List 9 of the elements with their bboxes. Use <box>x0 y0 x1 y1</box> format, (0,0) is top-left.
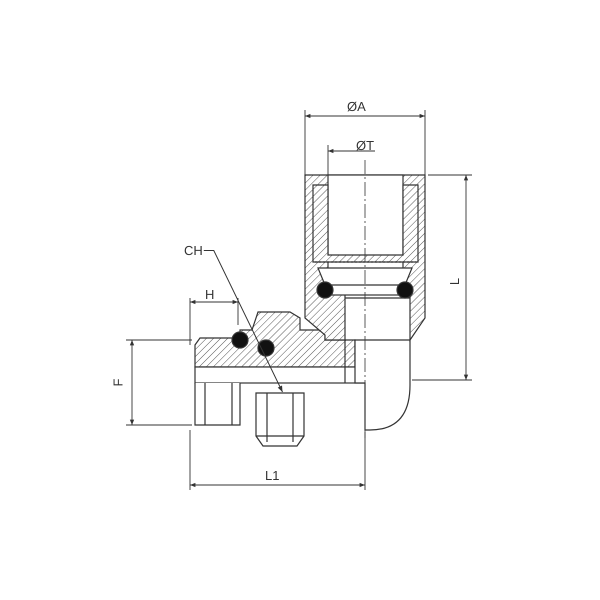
dimension-label: L1 <box>265 469 280 482</box>
callout-label: CH <box>184 244 203 257</box>
hex-nut-drawing <box>255 392 305 447</box>
dimension-label: ØA <box>347 100 366 113</box>
dimension-label: H <box>205 288 214 301</box>
dimension-label: ØT <box>356 139 374 152</box>
leader-line <box>203 250 283 392</box>
dimension-label: L <box>448 278 462 286</box>
dimension-label: F <box>111 378 124 386</box>
